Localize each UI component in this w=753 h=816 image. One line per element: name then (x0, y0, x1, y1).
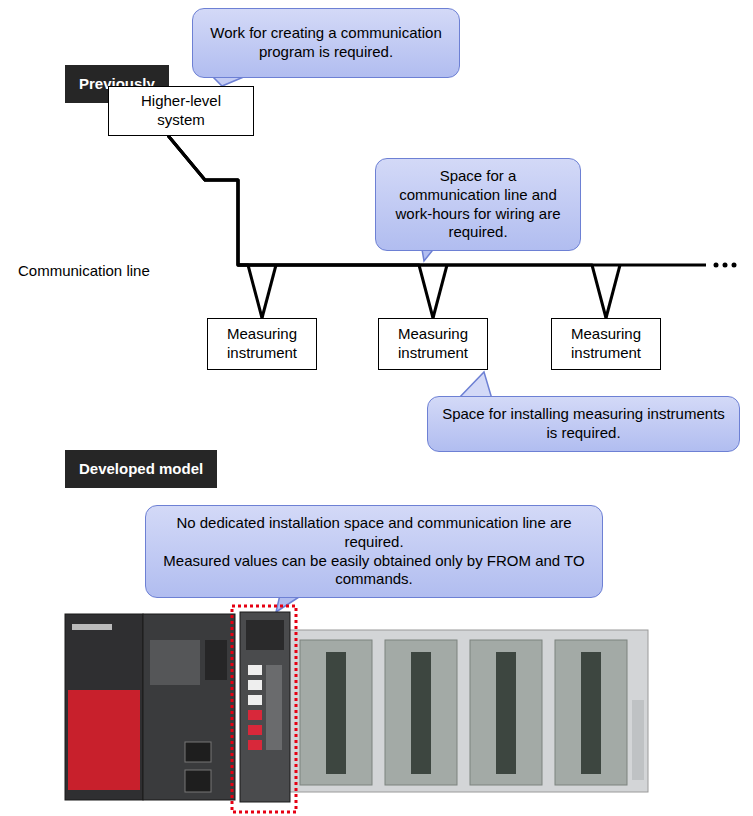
terminal (248, 710, 262, 720)
node-text: Measuring instrument (560, 325, 652, 363)
slot-connector (411, 652, 431, 774)
base-end (632, 700, 644, 780)
line-drop (433, 265, 447, 318)
callout-bubble: No dedicated installation space and comm… (145, 505, 603, 598)
node-text: Measured values can be easily obtained o… (160, 552, 588, 590)
callout-tail (458, 372, 492, 399)
slot-connector (326, 652, 346, 774)
highlight-frame (232, 606, 296, 812)
ethernet-port (185, 770, 211, 792)
node-text: Measuring instrument (387, 325, 479, 363)
power-cover (68, 690, 140, 790)
terminal (248, 665, 262, 675)
line-drop (262, 265, 276, 318)
node-text: Space for installing measuring instrumen… (442, 405, 725, 443)
node-text: No dedicated installation space and comm… (160, 514, 588, 552)
continuation-dot (714, 263, 719, 268)
terminal-block (266, 665, 282, 750)
usb-port (185, 742, 211, 762)
terminal (248, 725, 262, 735)
cpu-leds (205, 640, 227, 680)
heading-tag: Developed model (65, 450, 217, 488)
cpu-label (150, 640, 200, 685)
callout-bubble: Space for installing measuring instrumen… (427, 396, 740, 452)
terminal (248, 695, 262, 705)
module-leds (246, 620, 284, 650)
line-drop (606, 265, 620, 318)
logo-plate (72, 624, 112, 630)
line-label: Communication line (18, 262, 150, 279)
instrument-box: Measuring instrument (207, 318, 317, 370)
measuring-module (240, 612, 290, 802)
communication-line (168, 136, 262, 319)
node-text: Work for creating a communication progra… (207, 24, 445, 62)
slot (470, 640, 542, 785)
instrument-box: Measuring instrument (378, 318, 488, 370)
slot (300, 640, 372, 785)
continuation-dot (732, 263, 737, 268)
instrument-box: Measuring instrument (551, 318, 661, 370)
continuation-dot (723, 263, 728, 268)
slot (555, 640, 627, 785)
node-text: Space for a communication line and work-… (390, 167, 566, 242)
terminal (248, 680, 262, 690)
slot (385, 640, 457, 785)
node-text: Developed model (79, 460, 203, 478)
slot-connector (581, 652, 601, 774)
terminal (248, 740, 262, 750)
callout-bubble: Space for a communication line and work-… (375, 158, 581, 251)
node-text: Higher-level system (117, 92, 245, 130)
base-unit (288, 630, 648, 792)
communication-line (168, 136, 606, 319)
node-text: Measuring instrument (216, 325, 308, 363)
cpu-module (143, 614, 235, 800)
power-supply-module (65, 614, 143, 800)
system-box: Higher-level system (108, 86, 254, 136)
callout-bubble: Work for creating a communication progra… (192, 8, 460, 78)
slot-connector (496, 652, 516, 774)
